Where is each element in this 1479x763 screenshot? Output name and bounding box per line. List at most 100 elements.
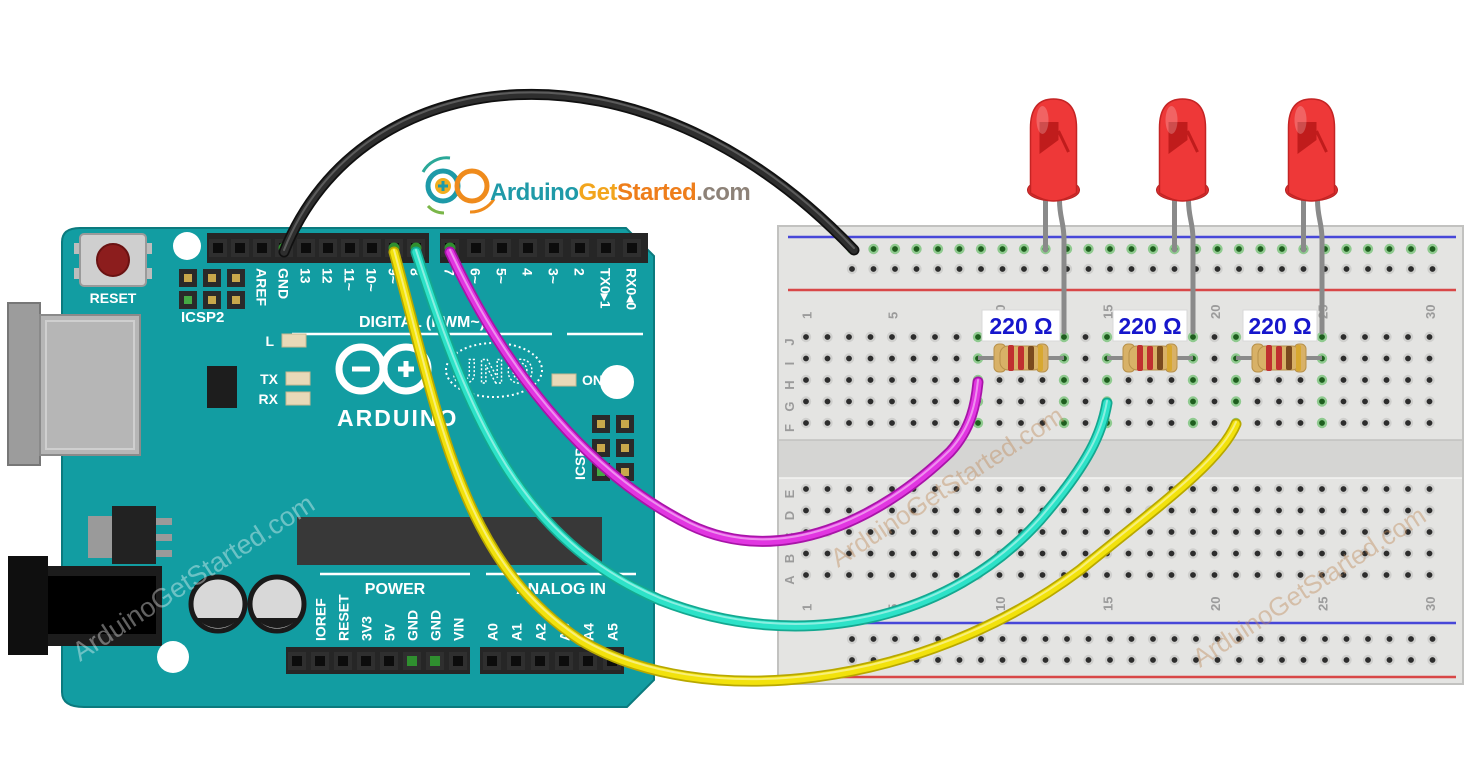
pin9-wire-yellow xyxy=(388,246,1242,687)
red-led xyxy=(1285,98,1338,335)
power-pin-label: IOREF xyxy=(313,598,329,641)
resistors xyxy=(978,343,1322,373)
digital-pin-label: GND xyxy=(276,268,292,299)
column-number-top: 1 xyxy=(800,312,815,319)
rx-led xyxy=(285,391,311,406)
digital-pin-label: 13 xyxy=(298,268,314,284)
red-led xyxy=(1156,98,1209,335)
reset-button xyxy=(74,233,152,287)
resistor-220 xyxy=(978,343,1064,373)
digital-pin-label: 3~ xyxy=(546,268,562,284)
analog-pin-label: A1 xyxy=(509,623,525,641)
led-rx-label: RX xyxy=(259,391,279,407)
analog-pin-label: A2 xyxy=(533,623,549,641)
voltage-regulator xyxy=(88,506,172,564)
row-letter: G xyxy=(782,401,797,411)
column-number-bottom: 1 xyxy=(800,604,815,611)
led-on-label: ON xyxy=(582,372,603,388)
power-pin-label: GND xyxy=(405,610,421,641)
digital-pin-label: 4 xyxy=(520,268,536,276)
resistor-label-box xyxy=(1112,309,1188,342)
logo-text-arduino: Arduino xyxy=(490,179,578,206)
column-number-bottom: 25 xyxy=(1316,597,1331,611)
resistor-220 xyxy=(1107,343,1193,373)
column-number-top: 20 xyxy=(1208,305,1223,319)
resistor-value: 220 Ω xyxy=(1118,313,1181,339)
power-jack xyxy=(8,556,162,655)
column-number-top: 30 xyxy=(1423,305,1438,319)
digital-pin-label: 7 xyxy=(442,268,458,276)
mounting-hole xyxy=(157,641,189,673)
power-pin-label: 5V xyxy=(382,623,398,641)
breadboard-holes xyxy=(800,243,1438,666)
column-number-bottom: 15 xyxy=(1101,597,1116,611)
analog-pin-label: A0 xyxy=(485,623,501,641)
logo-text-get: Get xyxy=(578,179,617,206)
logo-infinity-icon xyxy=(421,156,496,215)
logo-text-com: .com xyxy=(696,179,750,206)
site-logo: ArduinoGetStarted.com xyxy=(421,156,751,215)
capacitor xyxy=(188,574,248,634)
led-anode-leg xyxy=(1186,197,1196,335)
digital-header-label: DIGITAL (PWM~) xyxy=(359,314,485,331)
logo-text-started: Started xyxy=(617,179,696,206)
led-anode-leg xyxy=(1057,197,1067,335)
digital-pin-label: 11~ xyxy=(342,268,358,291)
digital-pin-label: 8 xyxy=(408,268,424,276)
analog-header-label: ANALOG IN xyxy=(516,581,606,598)
mounting-hole xyxy=(600,365,634,399)
digital-pin-label: RX0◂0 xyxy=(624,268,640,310)
digital-pin-label: 10~ xyxy=(364,268,380,292)
resistor-label-box xyxy=(1242,309,1318,342)
resistor-value: 220 Ω xyxy=(989,313,1052,339)
led-l-label: L xyxy=(265,333,274,349)
column-number-top: 5 xyxy=(886,312,901,319)
reset-button-cap xyxy=(96,243,130,277)
power-pin-label: VIN xyxy=(451,618,467,641)
mounting-hole xyxy=(173,232,201,260)
led-tx-label: TX xyxy=(260,371,279,387)
red-led xyxy=(1027,98,1080,335)
digital-pin-label: 6~ xyxy=(468,268,484,284)
column-number-top: 15 xyxy=(1101,305,1116,319)
on-led xyxy=(551,373,577,387)
gnd-wire-black xyxy=(278,88,860,258)
power-pin-label: 3V3 xyxy=(359,616,375,641)
wires xyxy=(278,88,1242,687)
icsp2-label: ICSP2 xyxy=(181,309,224,326)
breadboard-center-channel xyxy=(779,440,1462,478)
digital-pin-label: 5~ xyxy=(494,268,510,284)
row-letter: B xyxy=(782,554,797,563)
row-letter: E xyxy=(782,489,797,498)
capacitor xyxy=(247,574,307,634)
power-header-label: POWER xyxy=(365,581,426,598)
led-anode-leg xyxy=(1315,197,1325,335)
resistor-label-box xyxy=(981,309,1061,342)
row-letter: A xyxy=(782,575,797,585)
power-pin-label: RESET xyxy=(336,594,352,641)
l-led xyxy=(281,333,307,348)
usb-port xyxy=(7,302,141,466)
resistor-labels: 220 Ω 220 Ω 220 Ω xyxy=(981,309,1318,342)
column-number-bottom: 20 xyxy=(1208,597,1223,611)
resistor-value: 220 Ω xyxy=(1248,313,1311,339)
column-number-bottom: 30 xyxy=(1423,597,1438,611)
row-letter: I xyxy=(782,362,797,366)
row-letter: H xyxy=(782,380,797,389)
digital-pin-label: TX0▸1 xyxy=(598,268,614,309)
pin8-wire-cyan xyxy=(410,246,1113,632)
logo-text: ArduinoGetStarted.com xyxy=(490,179,750,206)
analog-pin-label: A5 xyxy=(605,623,621,641)
column-number-bottom: 10 xyxy=(993,597,1008,611)
row-letter: J xyxy=(782,338,797,345)
usb-chip xyxy=(207,366,237,408)
digital-pin-label: 12 xyxy=(320,268,336,284)
leds xyxy=(1027,98,1338,335)
reset-label: RESET xyxy=(90,290,137,306)
pin7-wire-magenta xyxy=(444,246,984,547)
power-pin-label: GND xyxy=(428,610,444,641)
row-letter: F xyxy=(782,424,797,432)
